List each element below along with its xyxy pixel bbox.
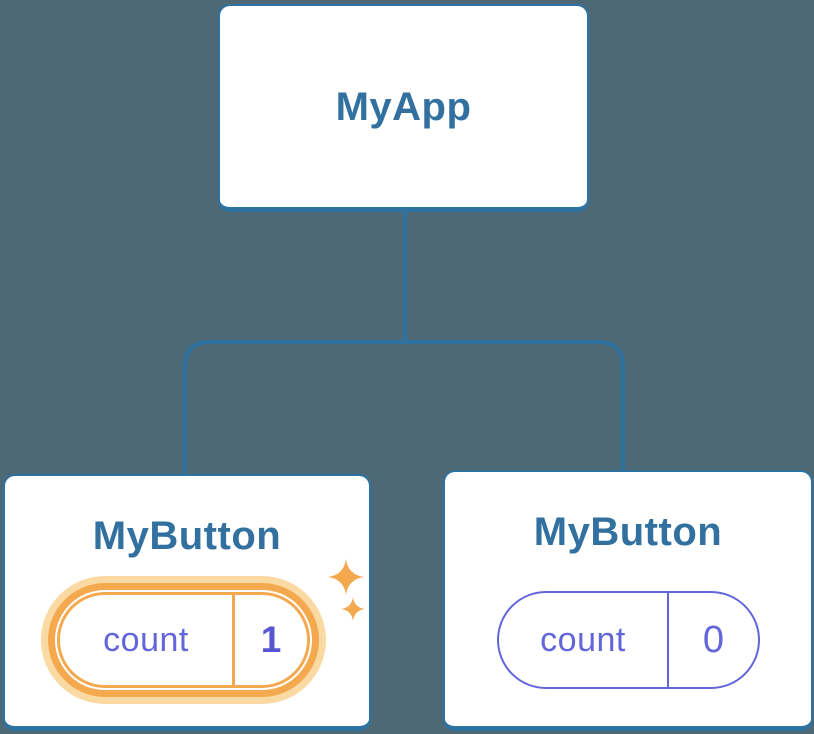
- pill-divider: [232, 595, 235, 685]
- state-key-label: count: [540, 620, 626, 659]
- component-label: MyButton: [533, 510, 723, 554]
- state-key-label: count: [103, 620, 189, 659]
- state-key-cell: count: [499, 593, 667, 687]
- state-value-label: 1: [260, 619, 282, 660]
- state-key-cell: count: [60, 595, 232, 685]
- component-node-child-highlighted: MyButton count 1: [3, 474, 371, 731]
- component-label: MyButton: [92, 514, 282, 558]
- component-label: MyApp: [335, 84, 472, 129]
- state-value-cell: 1: [235, 595, 307, 685]
- state-value-cell: 0: [669, 593, 758, 687]
- state-value-label: 0: [702, 618, 725, 661]
- sparkles-icon: [328, 559, 365, 621]
- state-pill-highlighted: count 1: [57, 592, 310, 688]
- pill-divider: [667, 593, 669, 687]
- state-pill: count 0: [497, 591, 760, 689]
- component-node-child-plain: MyButton count 0: [443, 470, 813, 731]
- component-node-root: MyApp: [218, 4, 589, 212]
